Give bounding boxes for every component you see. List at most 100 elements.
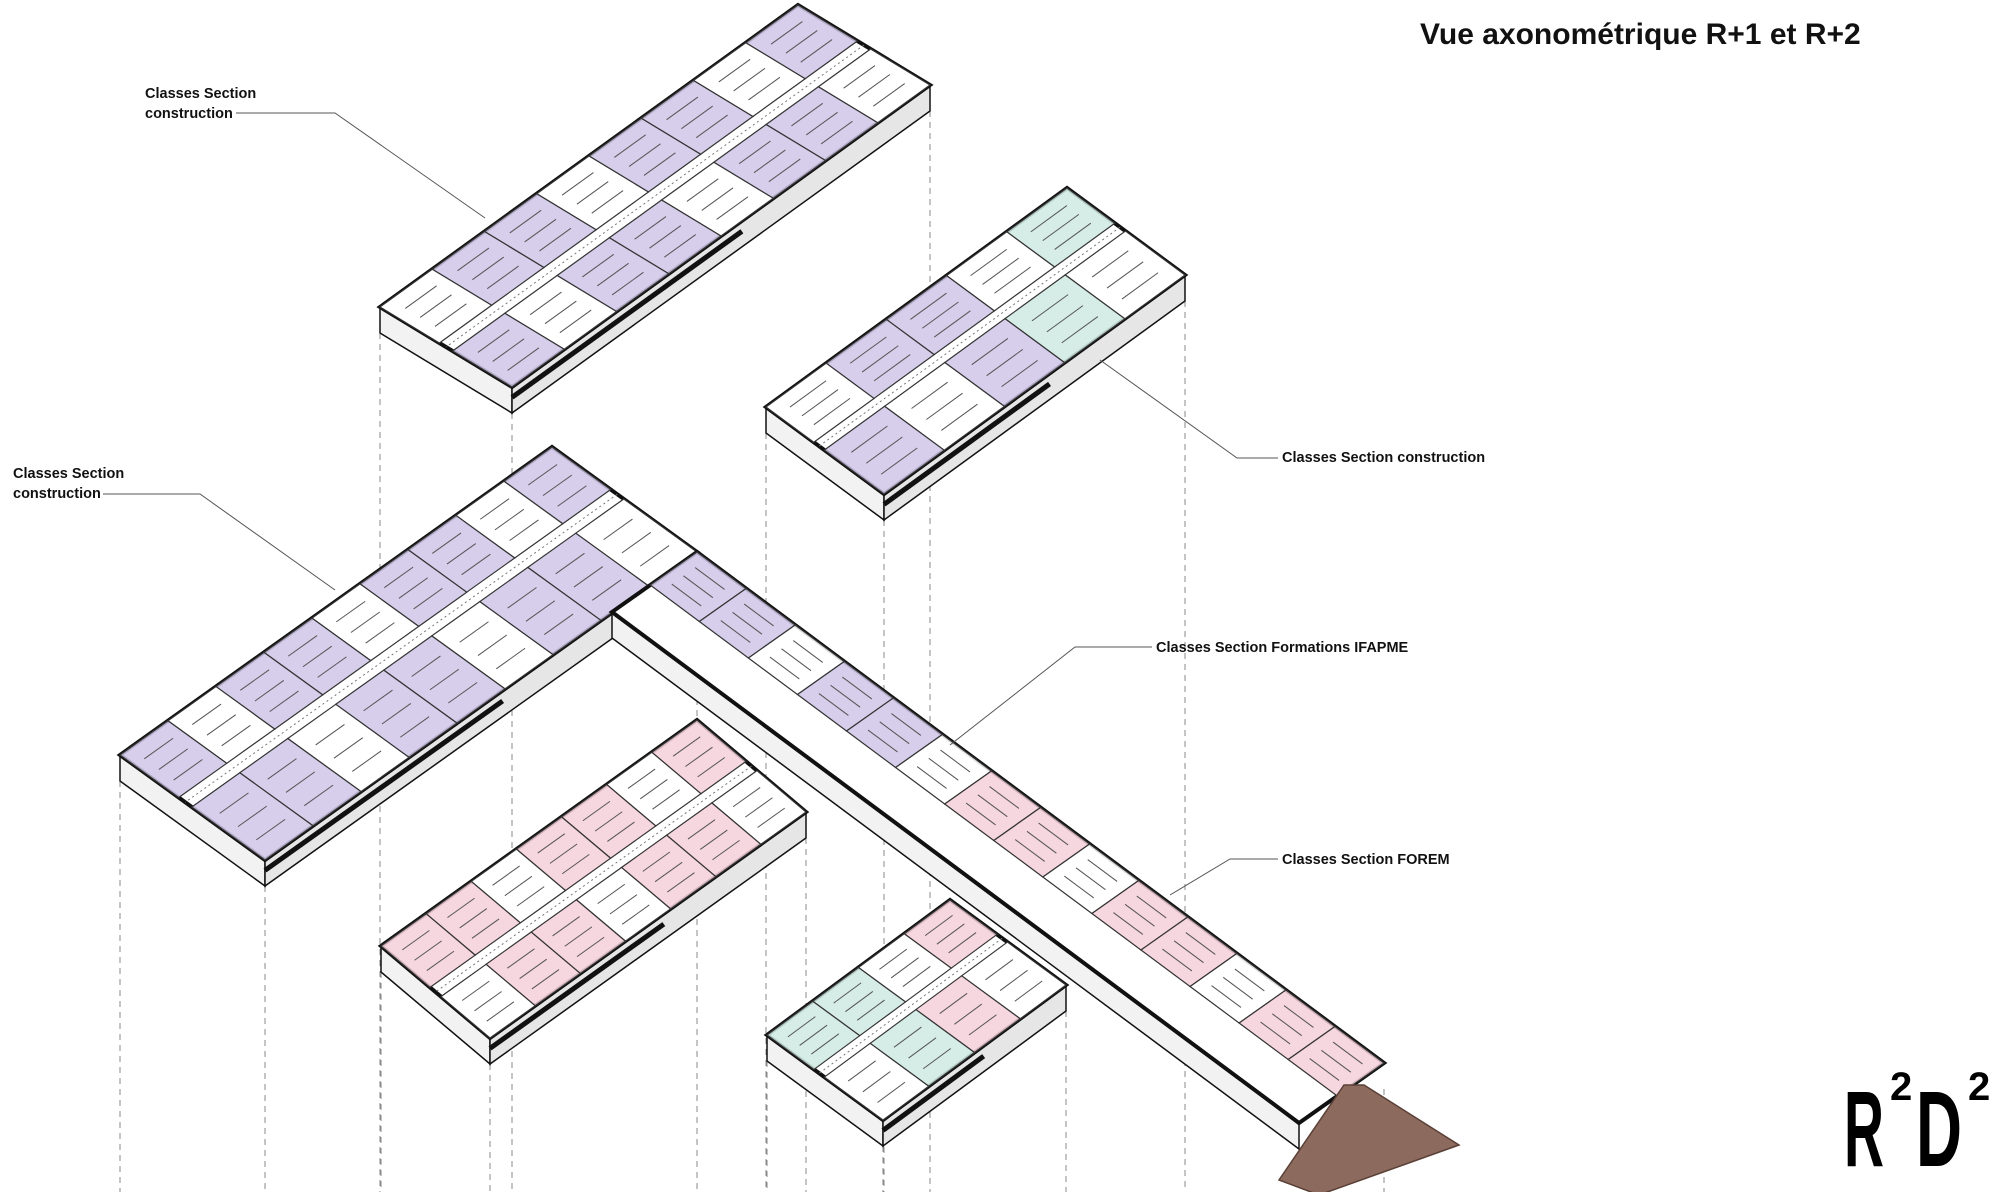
desk-row [861, 345, 899, 373]
desk-row [845, 991, 874, 1013]
desk-row [191, 703, 222, 725]
window-band [881, 1054, 986, 1133]
desk-row [621, 904, 650, 925]
desk-row [471, 918, 500, 939]
desk-row [507, 347, 540, 371]
desk-row [239, 669, 270, 691]
corridor [445, 44, 865, 348]
desk-row [173, 759, 203, 781]
desk-row [666, 96, 699, 121]
label-right-text: Classes Section construction [1282, 450, 1486, 466]
desk-row [686, 178, 719, 202]
desk-row [948, 932, 977, 954]
desk-row [697, 757, 726, 778]
desk-row [858, 74, 891, 98]
desk-row [1075, 867, 1106, 891]
desk-row [695, 114, 728, 139]
desk-row [1038, 822, 1069, 846]
desk-row [769, 656, 800, 680]
desk-row [509, 519, 539, 541]
desk-row [687, 819, 716, 840]
desk-row [940, 749, 971, 773]
desk-row [986, 348, 1024, 377]
desk-row [1162, 948, 1193, 972]
desk-row [304, 784, 334, 807]
desk-row [716, 196, 749, 220]
desk-row [800, 39, 833, 63]
desk-row [492, 865, 520, 886]
desk-row [1173, 940, 1204, 964]
desk-row [928, 757, 959, 781]
desk-row [842, 676, 873, 700]
desk-row [524, 218, 557, 243]
desk-row [1106, 261, 1144, 289]
desk-row [1321, 1049, 1352, 1073]
desk-row [1222, 976, 1253, 1000]
window-band [510, 229, 744, 400]
desk-row [880, 447, 918, 475]
desk-row [965, 802, 996, 826]
desk-row [254, 680, 285, 702]
desk-row [701, 187, 734, 211]
desk-row [1113, 912, 1144, 935]
desk-row [352, 750, 382, 772]
floor-outline [376, 2, 934, 390]
desk-row [805, 111, 838, 136]
desk-row [862, 1071, 891, 1093]
desk-row [733, 67, 766, 92]
desk-row [426, 950, 455, 971]
desk-row [527, 464, 558, 486]
desk-row [429, 668, 460, 691]
desk-row [818, 693, 849, 716]
desk-row [1121, 272, 1159, 300]
desk-row [922, 301, 959, 329]
block-spine [608, 549, 1461, 1196]
window-band [263, 698, 505, 873]
desk-row [609, 894, 638, 915]
desk-row [628, 143, 661, 167]
desk-row [1234, 968, 1265, 992]
label-right-block: Classes Section construction [1282, 448, 1485, 468]
desk-row [333, 737, 364, 759]
desk-row [924, 914, 953, 937]
desk-row [954, 1003, 983, 1025]
desk-row [1124, 903, 1155, 927]
logo-sup-2: 2 [1968, 1065, 1990, 1109]
desk-row [591, 190, 624, 214]
desk-row [507, 587, 537, 609]
desk-row [989, 786, 1020, 809]
desk-row [621, 531, 652, 554]
desk-row [893, 1026, 922, 1048]
desk-row [667, 872, 695, 893]
desk-row [999, 969, 1028, 991]
desk-row [732, 611, 763, 635]
desk-row [559, 309, 592, 334]
desk-row [968, 1014, 997, 1036]
desk-row [592, 579, 622, 601]
desk-row [922, 1048, 952, 1070]
desk-row [1211, 985, 1242, 1008]
desk-row [383, 566, 414, 589]
desk-row [1014, 839, 1045, 862]
desk-row [1054, 222, 1092, 250]
leader-top [236, 112, 486, 219]
desk-row [474, 991, 502, 1012]
leader-left [103, 493, 336, 591]
corridor [184, 493, 618, 803]
desk-row [302, 645, 333, 668]
desk-row [457, 247, 490, 272]
desk-row [694, 567, 725, 590]
desk-row [1064, 875, 1095, 899]
desk-row [879, 721, 910, 745]
desk-row [486, 265, 519, 290]
desk-row [1001, 359, 1038, 388]
desk-row [472, 256, 505, 281]
desk-row [459, 621, 489, 643]
desk-row [507, 948, 535, 969]
desk-row [1332, 1041, 1363, 1065]
desk-row [219, 792, 249, 814]
desk-row [1271, 1013, 1303, 1037]
desk-row [504, 875, 533, 897]
desk-row [1026, 830, 1057, 854]
